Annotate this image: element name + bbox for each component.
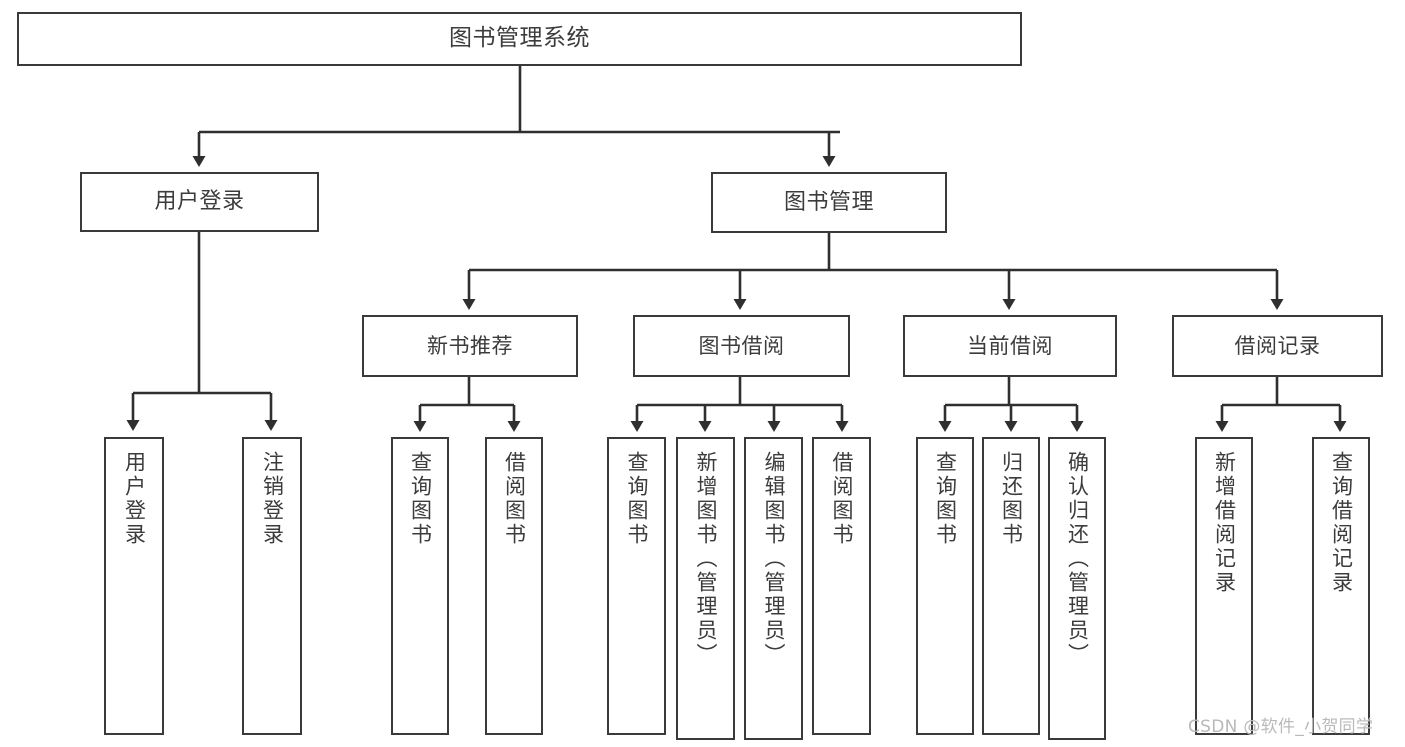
node-label: 查询图书	[408, 451, 433, 547]
node-label: 图书管理	[783, 189, 874, 215]
node-root-system[interactable]: 图书管理系统	[17, 12, 1022, 66]
node-label: 用户登录	[154, 189, 245, 215]
leaf-borrow-book-recommend[interactable]: 借阅图书	[485, 437, 543, 735]
node-label: 借阅图书	[502, 451, 527, 547]
leaf-query-book-borrow[interactable]: 查询图书	[607, 437, 666, 735]
node-label: 新增借阅记录	[1212, 451, 1237, 595]
node-label: 编辑图书（管理员）	[762, 451, 786, 667]
node-label: 查询图书	[625, 451, 649, 547]
leaf-query-borrow-record[interactable]: 查询借阅记录	[1312, 437, 1370, 735]
node-label: 新增图书（管理员）	[694, 451, 718, 667]
node-label: 借阅图书	[830, 451, 854, 547]
node-current-borrow[interactable]: 当前借阅	[903, 315, 1117, 377]
node-label: 借阅记录	[1234, 333, 1321, 358]
node-label: 用户登录	[122, 451, 147, 547]
node-new-book-recommend[interactable]: 新书推荐	[362, 315, 578, 377]
leaf-confirm-return-admin[interactable]: 确认归还（管理员）	[1048, 437, 1106, 740]
node-user-login[interactable]: 用户登录	[80, 172, 319, 232]
leaf-add-book-admin[interactable]: 新增图书（管理员）	[676, 437, 735, 740]
node-label: 新书推荐	[427, 333, 513, 358]
leaf-return-book[interactable]: 归还图书	[982, 437, 1040, 735]
node-label: 图书管理系统	[449, 25, 590, 52]
node-label: 确认归还（管理员）	[1065, 451, 1090, 667]
leaf-logout[interactable]: 注销登录	[242, 437, 302, 735]
node-label: 查询借阅记录	[1329, 451, 1354, 595]
node-label: 注销登录	[260, 451, 285, 547]
leaf-query-book-current[interactable]: 查询图书	[916, 437, 974, 735]
leaf-user-login[interactable]: 用户登录	[104, 437, 164, 735]
node-label: 查询图书	[933, 451, 958, 547]
csdn-watermark: CSDN @软件_小贺同学	[1188, 717, 1374, 737]
node-borrow-record[interactable]: 借阅记录	[1172, 315, 1383, 377]
leaf-edit-book-admin[interactable]: 编辑图书（管理员）	[744, 437, 803, 740]
node-label: 归还图书	[999, 451, 1024, 547]
leaf-add-borrow-record[interactable]: 新增借阅记录	[1195, 437, 1253, 735]
leaf-borrow-book[interactable]: 借阅图书	[812, 437, 871, 735]
node-book-borrow[interactable]: 图书借阅	[633, 315, 850, 377]
node-label: 当前借阅	[967, 333, 1053, 358]
leaf-query-book-recommend[interactable]: 查询图书	[391, 437, 449, 735]
node-book-management[interactable]: 图书管理	[711, 172, 947, 233]
node-label: 图书借阅	[698, 333, 785, 358]
